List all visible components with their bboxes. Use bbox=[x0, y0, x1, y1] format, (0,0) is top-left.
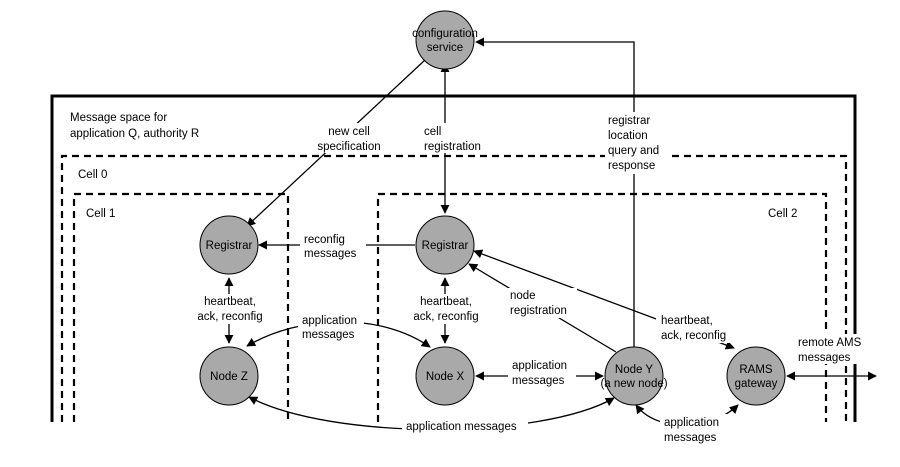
svg-text:query and: query and bbox=[608, 145, 659, 157]
svg-text:application: application bbox=[302, 315, 357, 327]
svg-text:(a new node): (a new node) bbox=[600, 378, 667, 390]
svg-text:cell: cell bbox=[424, 126, 441, 138]
svg-text:registrar: registrar bbox=[608, 115, 650, 127]
svg-text:ack, reconfig: ack, reconfig bbox=[413, 311, 478, 323]
cell-2-boundary bbox=[376, 192, 828, 422]
label-node-registration: node registration bbox=[505, 288, 577, 318]
svg-text:new cell: new cell bbox=[328, 126, 370, 138]
svg-text:service: service bbox=[427, 42, 463, 54]
svg-text:location: location bbox=[608, 130, 648, 142]
svg-text:configuration: configuration bbox=[412, 28, 478, 40]
label-app-messages-xy: application messages bbox=[508, 358, 576, 388]
svg-text:gateway: gateway bbox=[735, 378, 778, 390]
label-heartbeat-left: heartbeat, ack, reconfig bbox=[196, 294, 268, 324]
label-app-messages-y-rams: application messages bbox=[660, 414, 728, 444]
svg-text:Node Y: Node Y bbox=[615, 364, 653, 376]
label-new-cell-specification: new cell specification bbox=[310, 123, 388, 153]
svg-text:registration: registration bbox=[424, 141, 481, 153]
label-app-messages-bottom: application messages bbox=[402, 418, 528, 434]
label-registrar-location: registrar location query and response bbox=[605, 112, 669, 174]
svg-text:reconfig: reconfig bbox=[304, 234, 345, 246]
label-reconfig-messages: reconfig messages bbox=[300, 232, 366, 260]
svg-text:registration: registration bbox=[510, 305, 567, 317]
svg-text:specification: specification bbox=[317, 141, 380, 153]
svg-text:messages: messages bbox=[302, 329, 355, 341]
svg-text:heartbeat,: heartbeat, bbox=[420, 296, 472, 308]
cell-1-label: Cell 1 bbox=[86, 208, 115, 220]
message-space-label-line2: application Q, authority R bbox=[70, 128, 199, 140]
node-z: Node Z bbox=[199, 346, 259, 406]
cell-2-label: Cell 2 bbox=[768, 208, 797, 220]
svg-text:application messages: application messages bbox=[406, 421, 517, 433]
svg-text:Registrar: Registrar bbox=[422, 240, 469, 252]
svg-text:messages: messages bbox=[798, 352, 851, 364]
label-cell-registration: cell registration bbox=[419, 123, 489, 153]
svg-text:remote AMS: remote AMS bbox=[798, 337, 862, 349]
svg-text:heartbeat,: heartbeat, bbox=[661, 315, 713, 327]
registrar-cell-1-node: Registrar bbox=[199, 215, 259, 275]
svg-text:Registrar: Registrar bbox=[206, 240, 253, 252]
message-space-boundary bbox=[50, 94, 857, 422]
svg-text:heartbeat,: heartbeat, bbox=[204, 296, 256, 308]
registrar-cell-2-node: Registrar bbox=[415, 215, 475, 275]
configuration-service-node: configuration service bbox=[412, 10, 478, 70]
svg-text:ack, reconfig: ack, reconfig bbox=[661, 330, 726, 342]
cell-1-boundary bbox=[72, 192, 290, 422]
cell-0-label: Cell 0 bbox=[78, 169, 107, 181]
svg-text:application: application bbox=[512, 360, 567, 372]
node-x: Node X bbox=[415, 346, 475, 406]
label-heartbeat-middle: heartbeat, ack, reconfig bbox=[410, 294, 482, 324]
label-heartbeat-right: heartbeat, ack, reconfig bbox=[656, 313, 734, 343]
node-y: Node Y (a new node) bbox=[600, 346, 668, 406]
svg-text:ack, reconfig: ack, reconfig bbox=[197, 311, 262, 323]
rams-gateway-node: RAMS gateway bbox=[726, 346, 786, 406]
svg-text:RAMS: RAMS bbox=[739, 364, 773, 376]
svg-text:Node X: Node X bbox=[426, 371, 465, 383]
svg-text:node: node bbox=[510, 290, 536, 302]
cell-0-boundary bbox=[60, 154, 848, 422]
svg-text:messages: messages bbox=[512, 375, 565, 387]
svg-text:Node Z: Node Z bbox=[210, 371, 248, 383]
svg-text:messages: messages bbox=[304, 248, 357, 260]
message-space-label: Message space for bbox=[70, 112, 167, 124]
svg-text:messages: messages bbox=[664, 432, 717, 444]
label-remote-ams: remote AMS messages bbox=[795, 334, 869, 364]
label-app-messages-zx: application messages bbox=[298, 313, 364, 342]
svg-text:response: response bbox=[608, 160, 655, 172]
edge-registrar-location-query bbox=[475, 37, 635, 352]
svg-text:application: application bbox=[664, 417, 719, 429]
